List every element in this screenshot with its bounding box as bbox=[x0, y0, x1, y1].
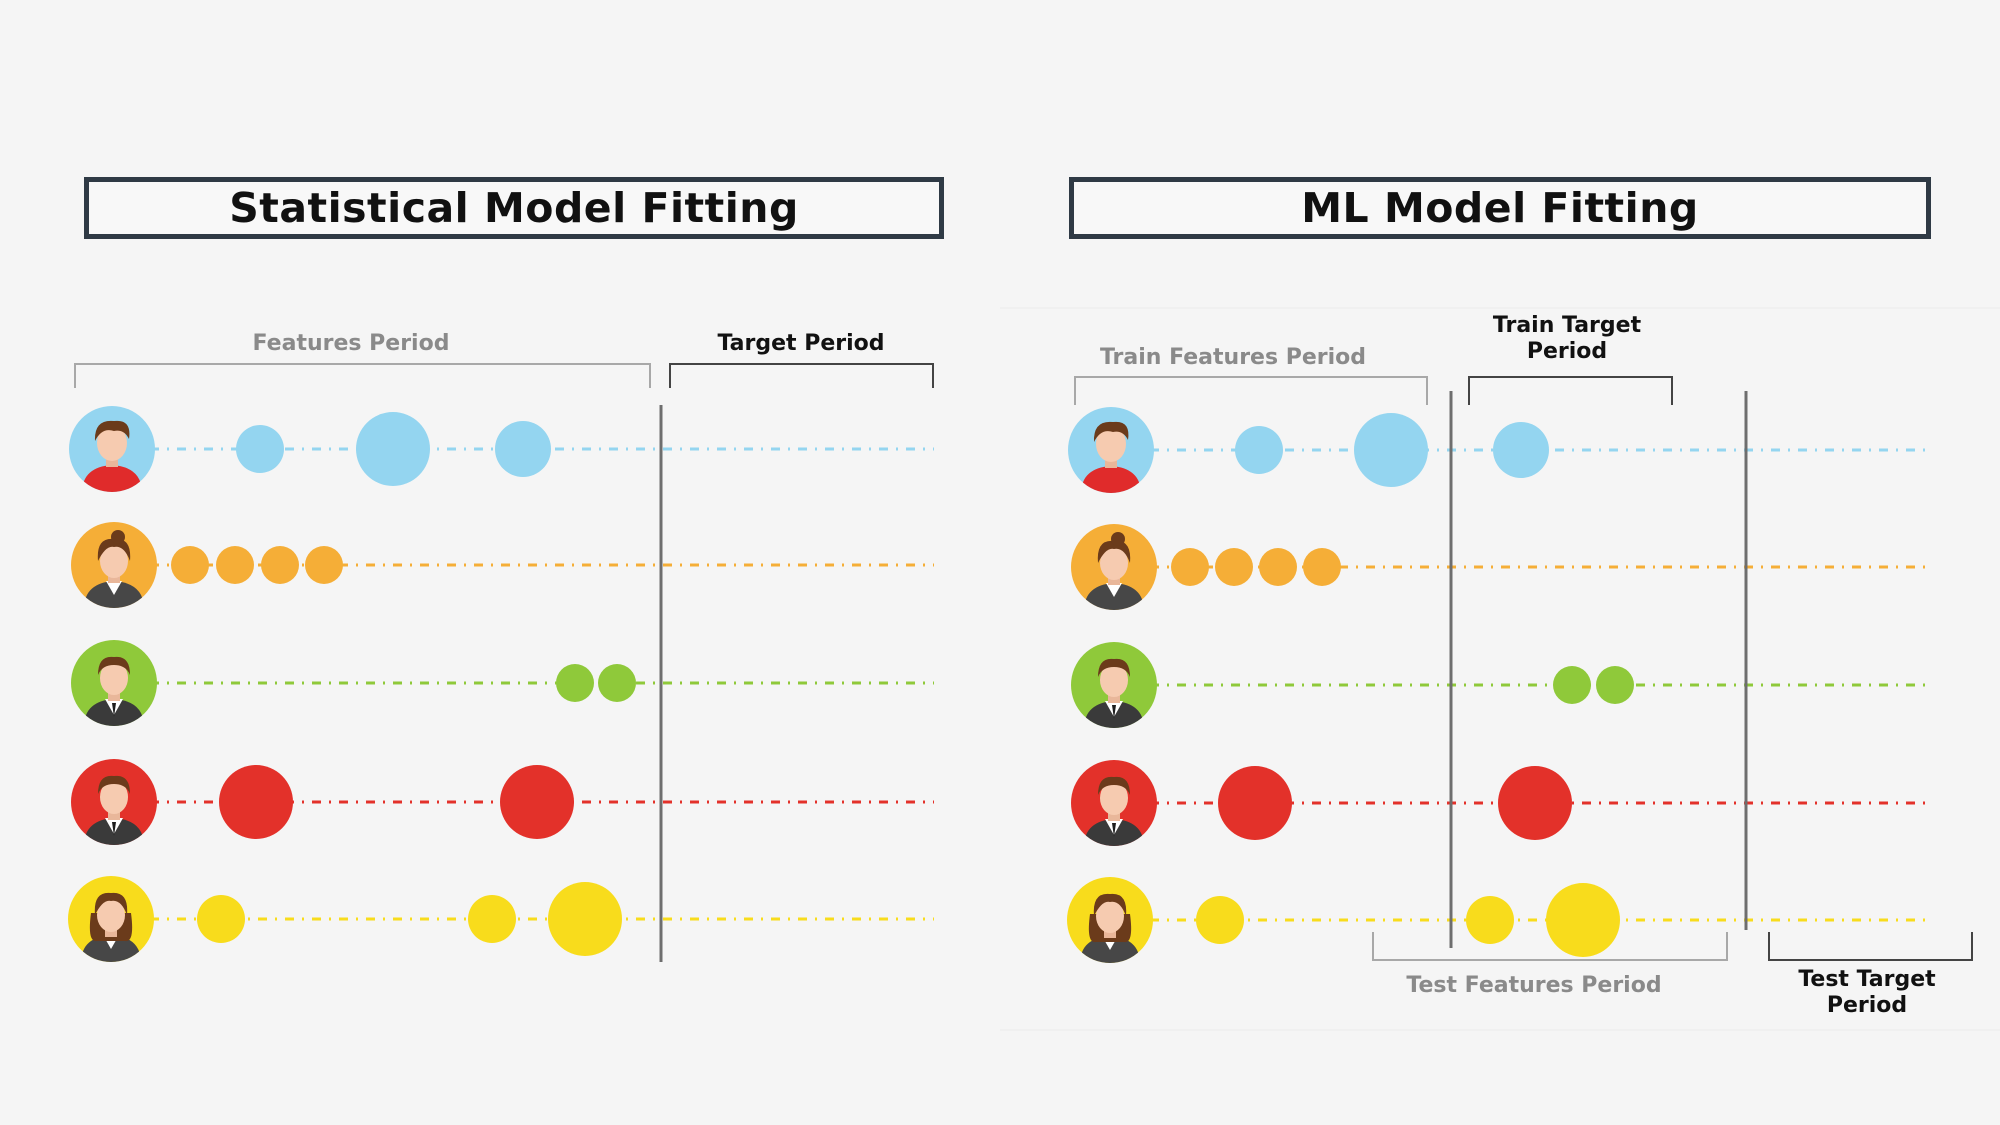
user-5-timeline bbox=[68, 876, 934, 962]
right-timelines bbox=[1067, 407, 1931, 963]
event-dot bbox=[261, 546, 299, 584]
event-dot bbox=[356, 412, 430, 486]
test-target-period-label-2: Period bbox=[1827, 993, 1907, 1018]
event-dot bbox=[197, 895, 245, 943]
event-dot bbox=[1259, 548, 1297, 586]
event-dot bbox=[219, 765, 293, 839]
ml-title-box: ML Model Fitting bbox=[1069, 177, 1931, 239]
train-target-bracket bbox=[1468, 376, 1673, 405]
user-1-timeline bbox=[1068, 407, 1931, 493]
left-timelines bbox=[68, 406, 934, 962]
woman-suit-avatar-icon bbox=[1071, 524, 1157, 610]
man-suit-avatar-icon bbox=[71, 759, 157, 845]
event-dot bbox=[1498, 766, 1572, 840]
event-dot bbox=[1493, 422, 1549, 478]
woman-long-hair-avatar-icon bbox=[68, 876, 154, 962]
man-red-shirt-avatar-icon bbox=[69, 406, 155, 492]
event-dot bbox=[1235, 426, 1283, 474]
test-target-bracket bbox=[1768, 932, 1973, 961]
user-3-timeline bbox=[1071, 642, 1931, 728]
features-period-label: Features Period bbox=[253, 331, 450, 356]
user-3-timeline bbox=[71, 640, 934, 726]
test-features-bracket bbox=[1372, 932, 1728, 961]
event-dot bbox=[495, 421, 551, 477]
statistical-title: Statistical Model Fitting bbox=[229, 184, 799, 232]
user-1-timeline bbox=[69, 406, 934, 492]
event-dot bbox=[468, 895, 516, 943]
event-dot bbox=[305, 546, 343, 584]
event-dot bbox=[1303, 548, 1341, 586]
event-dot bbox=[1354, 413, 1428, 487]
event-dot bbox=[1596, 666, 1634, 704]
event-dot bbox=[556, 664, 594, 702]
man-suit-avatar-icon bbox=[71, 640, 157, 726]
man-red-shirt-avatar-icon bbox=[1068, 407, 1154, 493]
event-dot bbox=[548, 882, 622, 956]
woman-suit-avatar-icon bbox=[71, 522, 157, 608]
train-target-period-label-1: Train Target bbox=[1493, 313, 1642, 338]
man-suit-avatar-icon bbox=[1071, 642, 1157, 728]
train-features-period-label: Train Features Period bbox=[1100, 345, 1366, 370]
man-suit-avatar-icon bbox=[1071, 760, 1157, 846]
target-period-bracket bbox=[669, 363, 934, 388]
event-dot bbox=[1215, 548, 1253, 586]
event-dot bbox=[1546, 883, 1620, 957]
event-dot bbox=[1196, 896, 1244, 944]
user-4-timeline bbox=[71, 759, 934, 845]
event-dot bbox=[1171, 548, 1209, 586]
train-features-bracket bbox=[1074, 376, 1428, 405]
user-5-timeline bbox=[1067, 877, 1931, 963]
target-period-label: Target Period bbox=[717, 331, 884, 356]
user-2-timeline bbox=[71, 522, 934, 608]
event-dot bbox=[598, 664, 636, 702]
event-dot bbox=[1553, 666, 1591, 704]
event-dot bbox=[500, 765, 574, 839]
event-dot bbox=[236, 425, 284, 473]
user-2-timeline bbox=[1071, 524, 1931, 610]
statistical-title-box: Statistical Model Fitting bbox=[84, 177, 944, 239]
user-4-timeline bbox=[1071, 760, 1931, 846]
woman-long-hair-avatar-icon bbox=[1067, 877, 1153, 963]
train-target-period-label-2: Period bbox=[1527, 339, 1607, 364]
event-dot bbox=[216, 546, 254, 584]
test-target-period-label-1: Test Target bbox=[1798, 967, 1936, 992]
ml-title: ML Model Fitting bbox=[1301, 184, 1699, 232]
event-dot bbox=[1218, 766, 1292, 840]
test-features-period-label: Test Features Period bbox=[1406, 973, 1661, 998]
event-dot bbox=[171, 546, 209, 584]
event-dot bbox=[1466, 896, 1514, 944]
features-period-bracket bbox=[74, 363, 651, 388]
